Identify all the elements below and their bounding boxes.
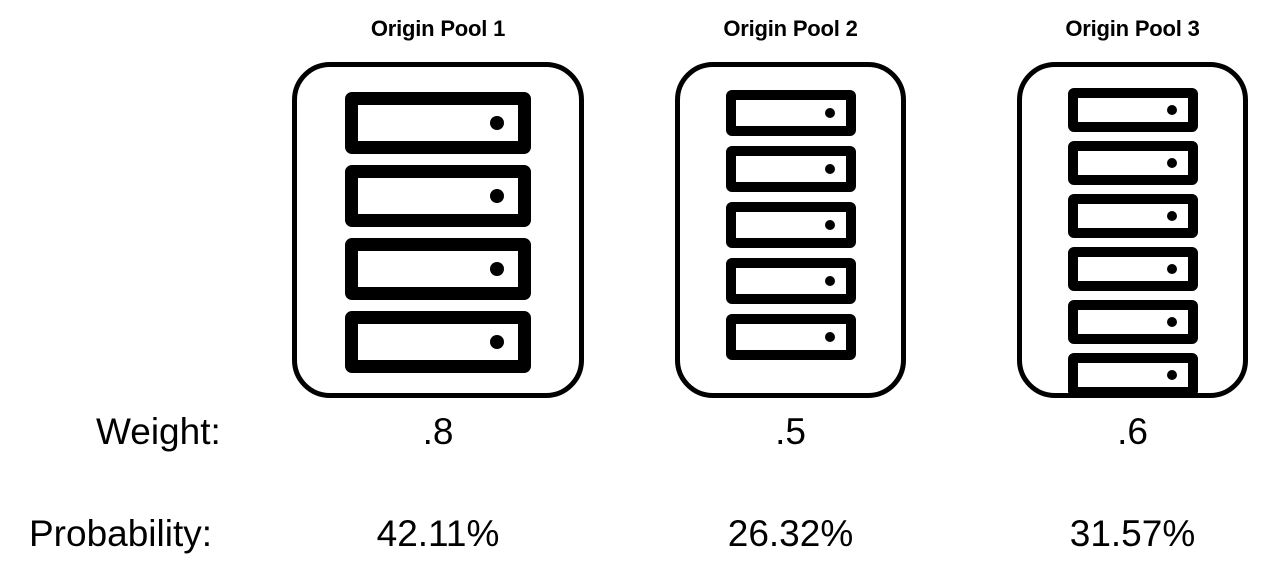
origin-pool-1-title: Origin Pool 1 bbox=[370, 16, 506, 41]
status-dot-icon bbox=[824, 220, 835, 230]
weight-value-pool-1: .8 bbox=[422, 411, 454, 452]
server-icon bbox=[725, 202, 856, 248]
status-dot-icon bbox=[1166, 158, 1177, 168]
server-icon bbox=[725, 258, 856, 304]
status-dot-icon bbox=[490, 189, 504, 203]
server-icon bbox=[1067, 353, 1198, 397]
server-icon bbox=[1067, 247, 1198, 291]
probability-value-pool-2: 26.32% bbox=[727, 513, 854, 554]
origin-pool-3-server-stack bbox=[1017, 88, 1248, 397]
weight-value-pool-3: .6 bbox=[1117, 411, 1148, 452]
server-icon bbox=[345, 165, 531, 227]
probability-value-pool-3: 31.57% bbox=[1069, 513, 1196, 554]
server-icon bbox=[1067, 141, 1198, 185]
weight-row-label: Weight: bbox=[96, 411, 221, 452]
weight-value-pool-2: .5 bbox=[775, 411, 806, 452]
status-dot-icon bbox=[1166, 317, 1177, 327]
origin-pool-2-column: Origin Pool 2 bbox=[675, 0, 906, 400]
origin-pool-2-server-stack bbox=[675, 90, 906, 360]
status-dot-icon bbox=[490, 116, 504, 130]
server-icon bbox=[1067, 88, 1198, 132]
status-dot-icon bbox=[1166, 370, 1177, 380]
server-icon bbox=[345, 311, 531, 373]
server-icon bbox=[1067, 194, 1198, 238]
status-dot-icon bbox=[824, 332, 835, 342]
server-icon bbox=[1067, 300, 1198, 344]
status-dot-icon bbox=[490, 262, 504, 276]
status-dot-icon bbox=[490, 335, 504, 349]
server-icon bbox=[345, 92, 531, 154]
server-icon bbox=[725, 314, 856, 360]
status-dot-icon bbox=[1166, 264, 1177, 274]
status-dot-icon bbox=[1166, 211, 1177, 221]
status-dot-icon bbox=[824, 276, 835, 286]
origin-pool-1-column: Origin Pool 1 bbox=[292, 0, 584, 400]
origin-pool-3-column: Origin Pool 3 bbox=[1017, 0, 1248, 400]
probability-row-label: Probability: bbox=[29, 513, 213, 554]
origin-pool-2-title: Origin Pool 2 bbox=[723, 16, 858, 41]
status-dot-icon bbox=[824, 164, 835, 174]
server-icon bbox=[725, 146, 856, 192]
server-icon bbox=[345, 238, 531, 300]
status-dot-icon bbox=[1166, 105, 1177, 115]
probability-value-pool-1: 42.11% bbox=[376, 513, 500, 554]
origin-pool-1-server-stack bbox=[292, 92, 584, 373]
status-dot-icon bbox=[824, 108, 835, 118]
server-icon bbox=[725, 90, 856, 136]
origin-pool-3-title: Origin Pool 3 bbox=[1065, 16, 1200, 41]
